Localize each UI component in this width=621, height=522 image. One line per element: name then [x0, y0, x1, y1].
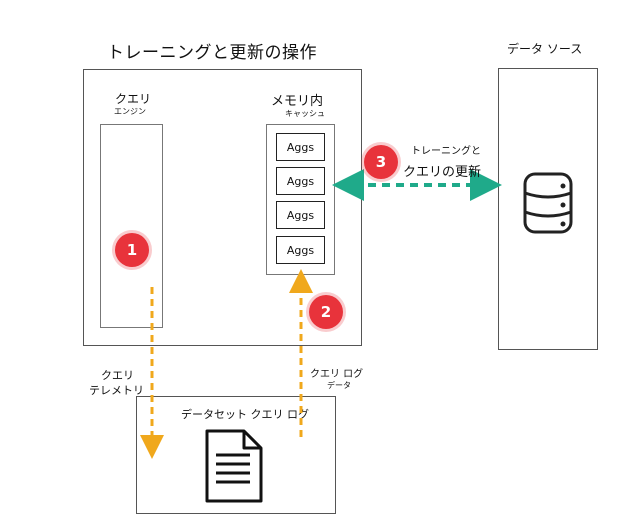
telemetry-label-line2: テレメトリ	[89, 384, 144, 397]
memory-cache-sublabel: キャッシュ	[285, 109, 325, 118]
dataset-querylog-label: データセット クエリ ログ	[181, 408, 309, 421]
memory-cache-label: メモリ内	[271, 94, 324, 109]
querylog-data-label-line2: データ	[327, 381, 351, 390]
query-engine-sublabel: エンジン	[114, 107, 146, 116]
telemetry-label-line1: クエリ	[101, 369, 134, 382]
aggs-box-3: Aggs	[276, 201, 325, 229]
aggs-box-2: Aggs	[276, 167, 325, 195]
step-badge-2: 2	[309, 295, 343, 329]
diagram-title: トレーニングと更新の操作	[107, 43, 317, 63]
aggs-box-4: Aggs	[276, 236, 325, 264]
step-badge-3: 3	[364, 145, 398, 179]
datasource-label: データ ソース	[507, 42, 583, 56]
query-engine-label: クエリ	[115, 92, 152, 106]
step-badge-1: 1	[115, 233, 149, 267]
database-icon	[523, 172, 573, 234]
aggs-box-1: Aggs	[276, 133, 325, 161]
document-icon	[205, 429, 263, 503]
querylog-data-label-line1: クエリ ログ	[310, 369, 364, 380]
step-3-label-line1: トレーニングと	[411, 146, 481, 157]
step-3-label-line2: クエリの更新	[403, 165, 482, 180]
